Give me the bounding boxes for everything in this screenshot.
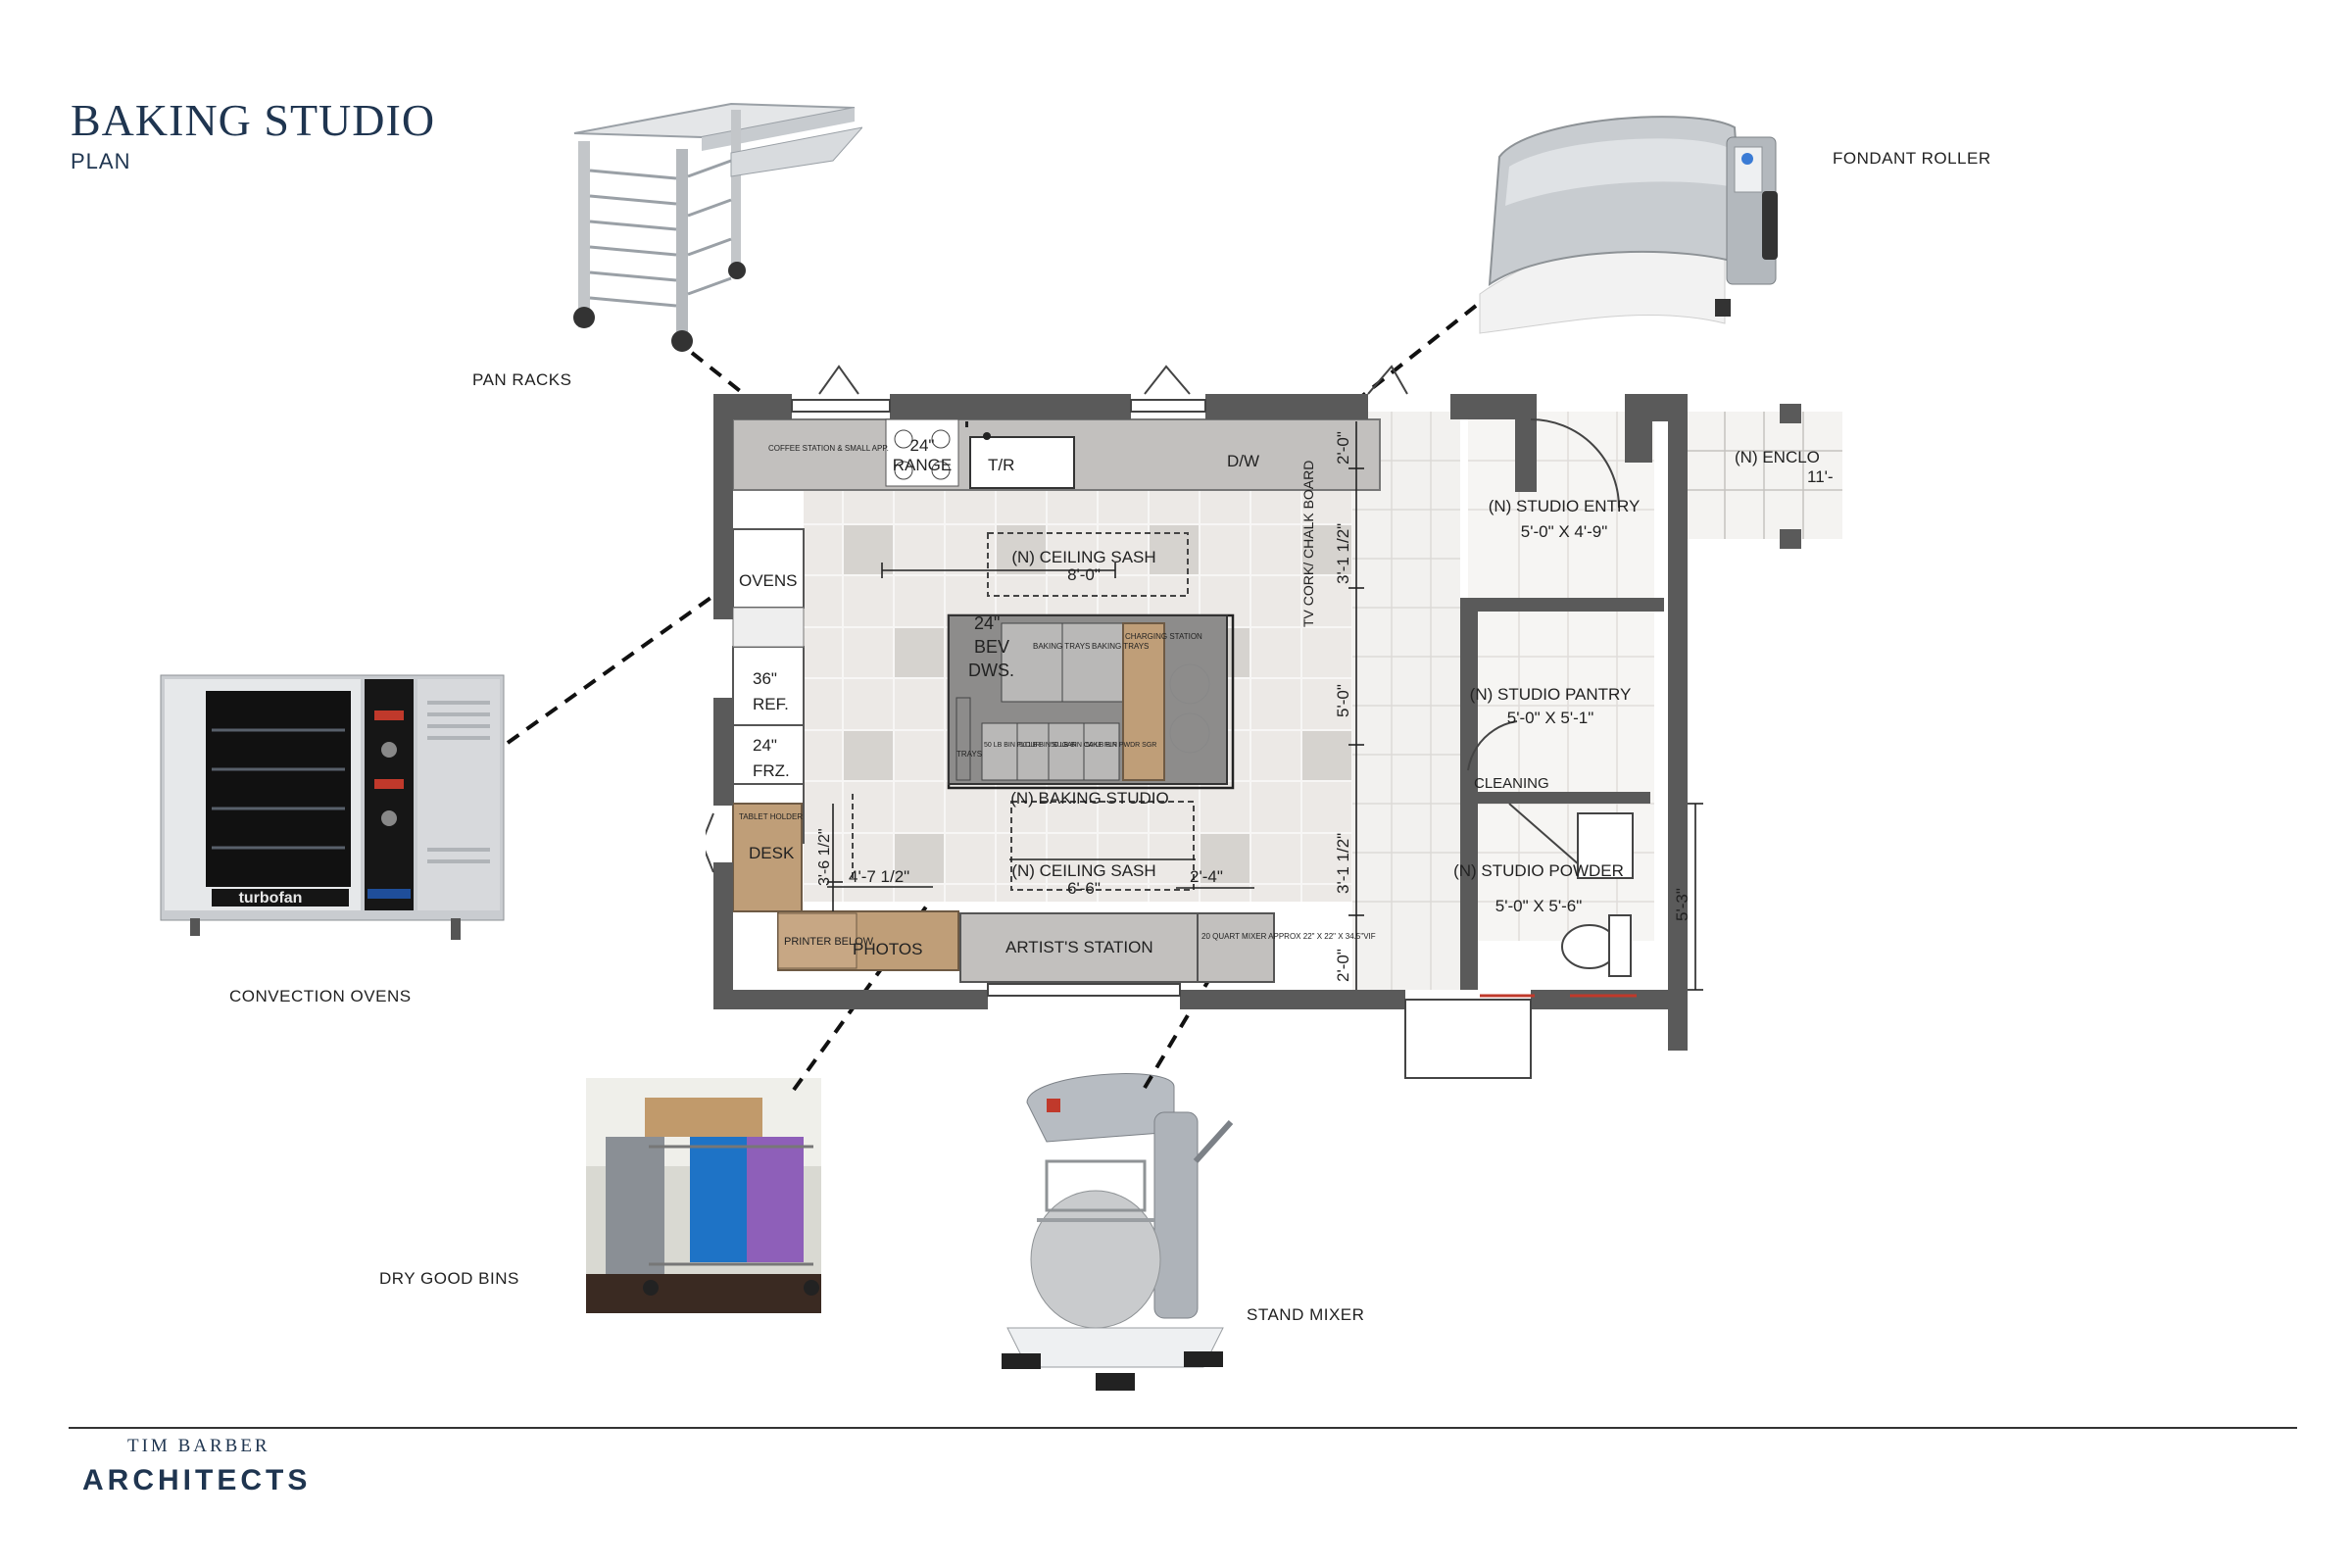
footer-divider bbox=[69, 1427, 2297, 1429]
label-ceiling-sash-bottom-dim: 6'-6" bbox=[1067, 879, 1101, 898]
label-enclosure: (N) ENCLO bbox=[1735, 448, 1820, 466]
label-photos: PHOTOS bbox=[853, 940, 922, 958]
label-bin-pwdr: 50 LB BIN PWDR SGR bbox=[1086, 742, 1156, 749]
convection-oven-image: turbofan bbox=[160, 674, 505, 940]
label-ceiling-sash-top-dim: 8'-0" bbox=[1067, 565, 1101, 584]
label-charging-station: CHARGING STATION bbox=[1125, 632, 1202, 641]
firm-name-bottom: ARCHITECTS bbox=[82, 1464, 312, 1496]
label-studio-powder-dim: 5'-0" X 5'-6" bbox=[1495, 897, 1583, 915]
oven-brand-label: turbofan bbox=[239, 890, 303, 906]
leader-convection-ovens bbox=[506, 574, 743, 745]
label-bin-sugar: 50 LB BIN SUGAR bbox=[1019, 742, 1077, 749]
caption-pan-racks: PAN RACKS bbox=[472, 370, 572, 389]
label-baking-studio: (N) BAKING STUDIO bbox=[1010, 789, 1169, 808]
label-tv-board: TV CORK/ CHALK BOARD bbox=[1300, 461, 1316, 627]
floor-plan: COFFEE STATION & SMALL APP. 24" RANGE T/… bbox=[706, 365, 1842, 1079]
label-ovens: OVENS bbox=[739, 571, 798, 590]
firm-name-top: TIM BARBER bbox=[127, 1436, 270, 1456]
label-printer: PRINTER BELOW bbox=[784, 936, 874, 948]
label-dw: D/W bbox=[1227, 452, 1259, 470]
label-dim-3-1-half-bottom: 3'-1 1/2" bbox=[1334, 833, 1352, 894]
stand-mixer-image bbox=[1002, 1073, 1234, 1391]
label-cleaning: CLEANING bbox=[1474, 775, 1549, 792]
caption-fondant-roller: FONDANT ROLLER bbox=[1833, 149, 1991, 168]
label-studio-powder: (N) STUDIO POWDER bbox=[1453, 861, 1624, 880]
label-dim-2-4: 2'-4" bbox=[1190, 867, 1223, 886]
dry-good-bins-image bbox=[586, 1078, 821, 1313]
label-range-size: 24" bbox=[910, 436, 935, 455]
label-range: RANGE bbox=[893, 456, 952, 474]
label-dim-5-0: 5'-0" bbox=[1334, 684, 1352, 717]
label-dim-2-0-top: 2'-0" bbox=[1334, 431, 1352, 465]
label-frz: FRZ. bbox=[753, 761, 790, 780]
fondant-roller-image bbox=[1479, 116, 1778, 334]
caption-dry-good-bins: DRY GOOD BINS bbox=[379, 1269, 519, 1288]
label-trays: TRAYS bbox=[956, 750, 982, 759]
label-enclosure-dim: 11'- bbox=[1807, 467, 1834, 486]
caption-stand-mixer: STAND MIXER bbox=[1247, 1305, 1365, 1324]
label-dim-4-7-half: 4'-7 1/2" bbox=[849, 867, 909, 886]
label-desk: DESK bbox=[749, 844, 795, 862]
label-ref: REF. bbox=[753, 695, 789, 713]
label-artist-station: ARTIST'S STATION bbox=[1005, 938, 1153, 956]
label-baking-trays-2: BAKING TRAYS bbox=[1092, 642, 1149, 651]
label-dws: DWS. bbox=[968, 661, 1014, 680]
label-dim-3-1-half-top: 3'-1 1/2" bbox=[1334, 523, 1352, 584]
pan-rack-image bbox=[573, 102, 862, 352]
label-bev-size: 24" bbox=[974, 613, 1000, 633]
page-subtitle: PLAN bbox=[71, 149, 131, 173]
label-studio-pantry: (N) STUDIO PANTRY bbox=[1470, 685, 1632, 704]
label-dim-5-3: 5'-3" bbox=[1673, 888, 1691, 921]
label-studio-entry: (N) STUDIO ENTRY bbox=[1489, 497, 1641, 515]
caption-convection-ovens: CONVECTION OVENS bbox=[229, 987, 412, 1005]
label-bev: BEV bbox=[974, 637, 1009, 657]
label-bin-flour: 50 LB BIN FLOUR bbox=[984, 742, 1041, 749]
label-frz-size: 24" bbox=[753, 736, 777, 755]
page-title: BAKING STUDIO bbox=[71, 95, 436, 145]
label-quart-mixer: 20 QUART MIXER APPROX 22" X 22" X 34.5"V… bbox=[1201, 932, 1376, 941]
label-ceiling-sash-bottom: (N) CEILING SASH bbox=[1011, 861, 1155, 880]
label-dim-2-0-bottom: 2'-0" bbox=[1334, 949, 1352, 982]
label-coffee-station: COFFEE STATION & SMALL APP. bbox=[768, 444, 889, 453]
label-studio-pantry-dim: 5'-0" X 5'-1" bbox=[1507, 709, 1594, 727]
label-baking-trays-1: BAKING TRAYS bbox=[1033, 642, 1090, 651]
label-dim-3-6-half: 3'-6 1/2" bbox=[816, 828, 833, 886]
label-ceiling-sash-top: (N) CEILING SASH bbox=[1011, 548, 1155, 566]
label-studio-entry-dim: 5'-0" X 4'-9" bbox=[1521, 522, 1608, 541]
label-ref-size: 36" bbox=[753, 669, 777, 688]
label-bin-cake: 50 LB BIN CAKE FLR bbox=[1051, 742, 1117, 749]
label-tr: T/R bbox=[988, 456, 1014, 474]
label-tablet-holder: TABLET HOLDER bbox=[739, 812, 803, 821]
